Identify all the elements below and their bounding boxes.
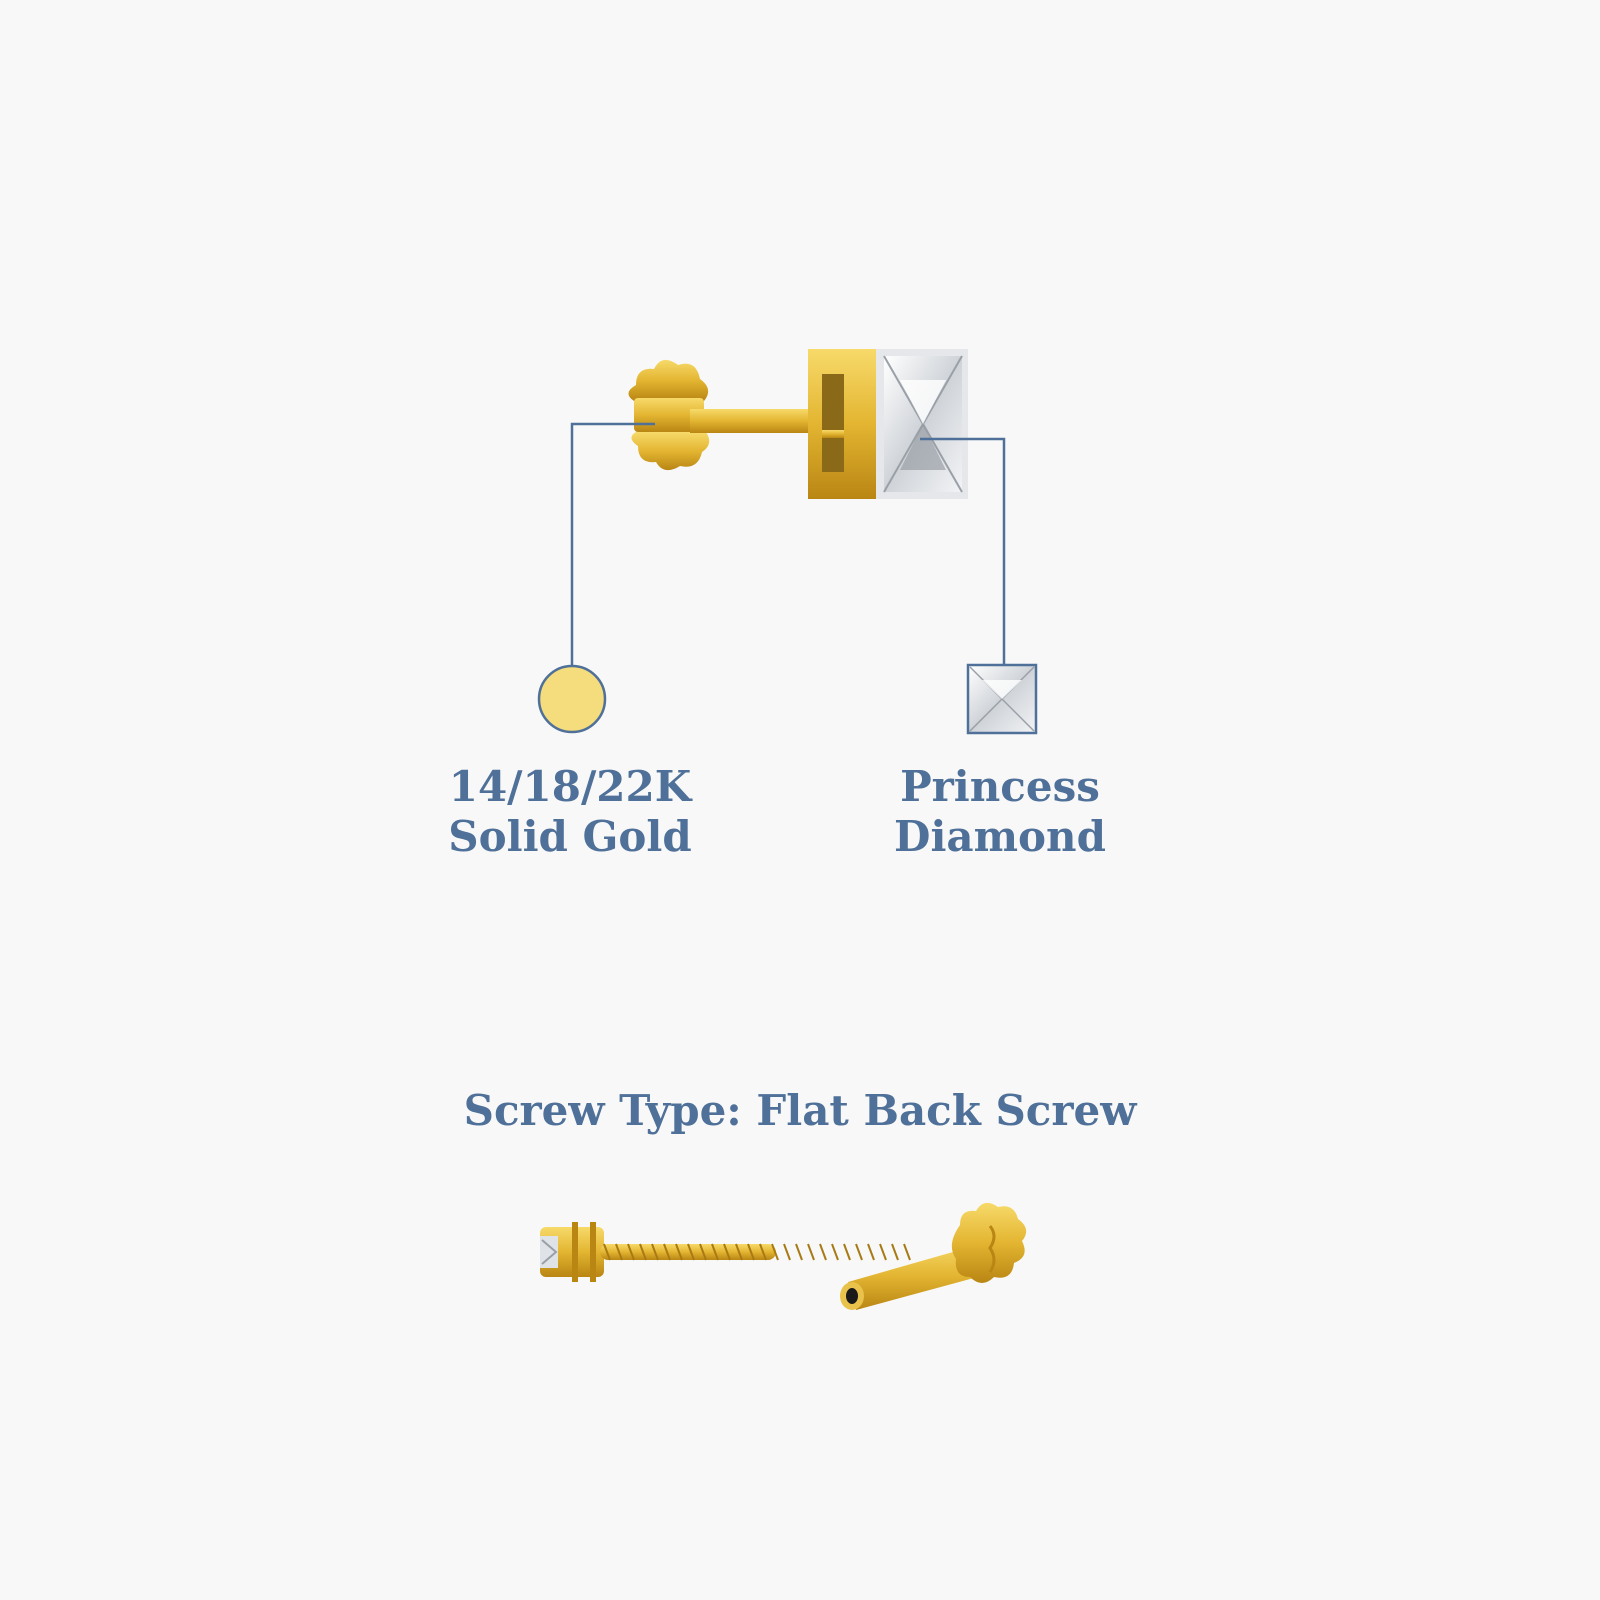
diamond-label: Princess Diamond [860, 762, 1140, 862]
diamond-type-text: Diamond [894, 812, 1106, 861]
gold-material-label: 14/18/22K Solid Gold [430, 762, 710, 862]
diamond-cut-text: Princess [900, 762, 1100, 811]
gold-swatch-icon [537, 664, 607, 734]
nose-pin-icon [628, 349, 968, 499]
flat-back-icon [840, 1202, 1027, 1310]
gold-type-text: Solid Gold [448, 812, 692, 861]
diamond-callout-line [920, 437, 1006, 665]
screw-type-heading: Screw Type: Flat Back Screw [463, 1086, 1137, 1135]
gold-callout-line [570, 422, 655, 666]
gold-karat-text: 14/18/22K [448, 762, 692, 811]
threaded-screw-icon [540, 1222, 911, 1282]
princess-diamond-icon [966, 663, 1038, 735]
